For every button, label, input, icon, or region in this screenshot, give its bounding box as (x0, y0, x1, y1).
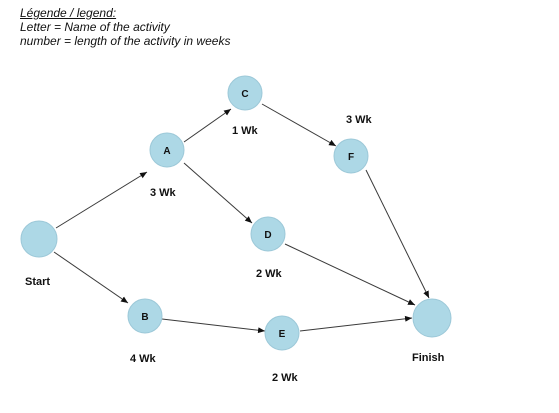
legend-line-number: number = length of the activity in weeks (20, 34, 231, 48)
legend-title: Légende / legend: (20, 6, 117, 20)
edge-a-c (183, 108, 232, 143)
node-f (333, 138, 369, 174)
edge-start-a (55, 171, 148, 229)
node-b (127, 298, 163, 334)
node-e-letter: E (279, 329, 286, 340)
node-d-letter: D (264, 230, 271, 241)
edge-d-finish (284, 243, 416, 306)
node-a (149, 132, 185, 168)
node-start (20, 220, 58, 258)
edge-c-f (261, 103, 337, 147)
node-c-letter: C (241, 89, 248, 100)
start-caption: Start (25, 276, 50, 288)
node-c (227, 75, 263, 111)
legend-line-letter: Letter = Name of the activity (20, 20, 170, 34)
node-d (250, 216, 286, 252)
node-b-letter: B (141, 312, 148, 323)
node-finish (412, 298, 452, 338)
edge-b-e (161, 318, 266, 334)
duration-a: 3 Wk (150, 187, 177, 199)
edge-a-d (183, 162, 253, 224)
duration-d: 2 Wk (256, 268, 283, 280)
node-a-letter: A (163, 146, 170, 157)
duration-f: 3 Wk (346, 114, 373, 126)
node-f-letter: F (348, 152, 354, 163)
node-e (264, 315, 300, 351)
legend: Légende / legend: Letter = Name of the a… (20, 6, 230, 48)
duration-c: 1 Wk (232, 125, 259, 137)
edge-start-b (53, 251, 129, 304)
edge-e-finish (299, 315, 413, 332)
duration-e: 2 Wk (272, 372, 299, 384)
edge-f-finish (365, 169, 430, 299)
duration-b: 4 Wk (130, 353, 157, 365)
finish-caption: Finish (412, 352, 445, 364)
